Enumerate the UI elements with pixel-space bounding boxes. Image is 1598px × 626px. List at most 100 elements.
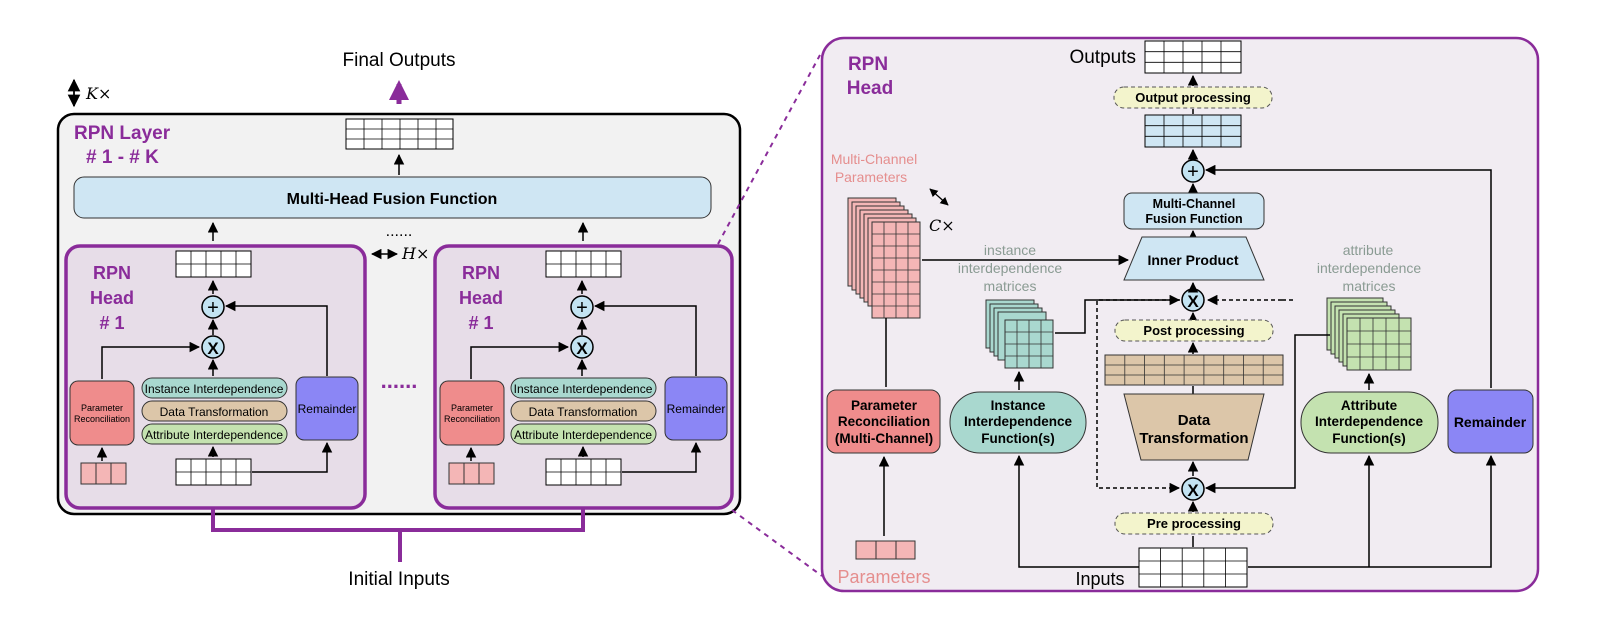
instance-interdependence-function-box xyxy=(949,391,1087,454)
multi-channel-fusion-label: Multi-Channel xyxy=(1153,197,1236,211)
attribute-function-label-3: Function(s) xyxy=(1332,431,1406,446)
remainder-label: Remainder xyxy=(298,402,357,416)
heads-middle-ellipsis: ...... xyxy=(381,368,418,393)
instance-function-label-2: Interdependence xyxy=(964,414,1073,429)
add-operator-symbol: + xyxy=(207,297,219,319)
post-processing-label: Post processing xyxy=(1143,323,1244,338)
attribute-interdependence-label: Attribute Interdependence xyxy=(145,428,283,442)
parameter-reconciliation-label: Parameter xyxy=(851,398,918,413)
attribute-matrices-label: attribute xyxy=(1343,242,1394,258)
pre-processing-box xyxy=(1114,512,1274,535)
layer-output-grid xyxy=(345,118,454,150)
data-transformation-box xyxy=(1123,393,1265,461)
remainder-box xyxy=(664,376,728,441)
transformed-data-grid xyxy=(1104,354,1284,386)
parameter-reconciliation-multichannel-box xyxy=(826,389,941,454)
multi-head-fusion-box xyxy=(73,176,712,219)
instance-matrices-label-2: interdependence xyxy=(958,260,1063,276)
rpn-head-1: RPN Head # 1 + X P xyxy=(64,221,367,510)
multi-channel-parameters-label-2: Parameters xyxy=(835,169,907,185)
instance-matrices-label: instance xyxy=(984,242,1036,258)
head-title-line3: # 1 xyxy=(468,313,493,333)
head-title-line1: RPN xyxy=(462,263,500,283)
multi-head-fusion-label: Multi-Head Fusion Function xyxy=(287,191,498,208)
data-transformation-label: Data Transformation xyxy=(529,405,638,419)
attribute-matrix-stack xyxy=(1326,297,1412,371)
multiply-operator-symbol-bottom: X xyxy=(1187,481,1199,500)
instance-interdependence-label: Instance Interdependence xyxy=(514,382,653,396)
remainder-label: Remainder xyxy=(1454,414,1527,430)
k-times-indicator: K× xyxy=(67,78,111,108)
attribute-interdependence-function-box xyxy=(1300,391,1439,454)
head-title-line1: RPN xyxy=(93,263,131,283)
add-operator-icon xyxy=(201,295,225,319)
parameter-reconciliation-label: Parameter xyxy=(451,403,493,413)
multiply-operator-icon-bottom xyxy=(1181,477,1205,501)
multi-channel-parameter-stack xyxy=(847,197,921,319)
parameter-reconciliation-label-2: Reconciliation xyxy=(838,414,930,429)
outputs-label: Outputs xyxy=(1069,47,1136,68)
inputs-label: Inputs xyxy=(1075,569,1124,589)
multiply-operator-icon xyxy=(201,335,225,359)
attribute-function-label-2: Interdependence xyxy=(1315,414,1424,429)
zoom-connector-bottom xyxy=(731,509,823,577)
head-title-line3: # 1 xyxy=(99,313,124,333)
rpn-layer-title: RPN Layer xyxy=(74,123,171,144)
remainder-label: Remainder xyxy=(667,402,726,416)
instance-matrices-label-3: matrices xyxy=(984,278,1037,294)
parameter-reconciliation-box xyxy=(439,380,505,446)
attribute-function-label: Attribute xyxy=(1341,398,1398,413)
parameter-reconciliation-label-2: Reconciliation xyxy=(74,414,130,424)
data-transformation-label: Data Transformation xyxy=(160,405,269,419)
h-times-label: H× xyxy=(401,244,429,263)
rpn-head-2: RPN Head # 1 + X Parameter Reconciliatio… xyxy=(433,221,734,510)
attribute-matrices-label-3: matrices xyxy=(1343,278,1396,294)
left-panel: Final Outputs K× RPN Layer # 1 - # K Mul… xyxy=(56,50,742,590)
final-outputs-label: Final Outputs xyxy=(343,50,456,71)
instance-matrix-stack xyxy=(985,299,1054,369)
rpn-layer-range: # 1 - # K xyxy=(86,147,159,168)
output-processing-label: Output processing xyxy=(1135,90,1251,105)
add-operator-icon xyxy=(570,295,594,319)
inner-product-box xyxy=(1123,236,1265,281)
fused-output-grid xyxy=(1144,114,1242,148)
multi-channel-parameters-label: Multi-Channel xyxy=(831,151,917,167)
add-operator-symbol: + xyxy=(1187,161,1199,183)
multi-channel-fusion-box xyxy=(1123,192,1265,230)
multiply-operator-symbol: X xyxy=(1187,292,1199,311)
remainder-box xyxy=(1447,389,1534,454)
add-operator-icon xyxy=(1181,159,1205,183)
k-times-label: K× xyxy=(85,84,111,103)
parameter-reconciliation-label: Parameter xyxy=(81,403,123,413)
parameter-reconciliation-label-2: Reconciliation xyxy=(444,414,500,424)
inputs-grid xyxy=(1138,547,1248,588)
heads-ellipsis: ...... xyxy=(386,223,413,240)
parameters-label: Parameters xyxy=(837,567,930,587)
detail-title-line2: Head xyxy=(847,78,893,99)
instance-interdependence-label: Instance Interdependence xyxy=(145,382,284,396)
multi-channel-fusion-label-2: Fusion Function xyxy=(1145,212,1242,226)
output-processing-box xyxy=(1113,86,1273,109)
c-times-label: C× xyxy=(929,216,955,235)
right-panel-rpn-head-detail: RPN Head Outputs Output processing xyxy=(820,36,1540,593)
attribute-matrices-label-2: interdependence xyxy=(1317,260,1422,276)
instance-function-label: Instance xyxy=(991,398,1046,413)
head-title-line2: Head xyxy=(459,288,503,308)
instance-function-label-3: Function(s) xyxy=(981,431,1055,446)
initial-inputs-label: Initial Inputs xyxy=(348,569,449,590)
parameter-reconciliation-box xyxy=(69,380,135,446)
attribute-interdependence-label: Attribute Interdependence xyxy=(514,428,652,442)
multiply-operator-icon xyxy=(570,335,594,359)
parameter-reconciliation-label-3: (Multi-Channel) xyxy=(835,431,933,446)
head-title-line2: Head xyxy=(90,288,134,308)
outputs-grid xyxy=(1144,40,1242,74)
data-transformation-label: Data xyxy=(1178,412,1211,429)
data-transformation-label-2: Transformation xyxy=(1139,430,1248,447)
multiply-operator-symbol: X xyxy=(207,339,219,358)
multiply-operator-symbol: X xyxy=(576,339,588,358)
detail-title-line1: RPN xyxy=(848,54,888,75)
pre-processing-label: Pre processing xyxy=(1147,516,1241,531)
add-operator-symbol: + xyxy=(576,297,588,319)
inner-product-label: Inner Product xyxy=(1147,252,1238,268)
